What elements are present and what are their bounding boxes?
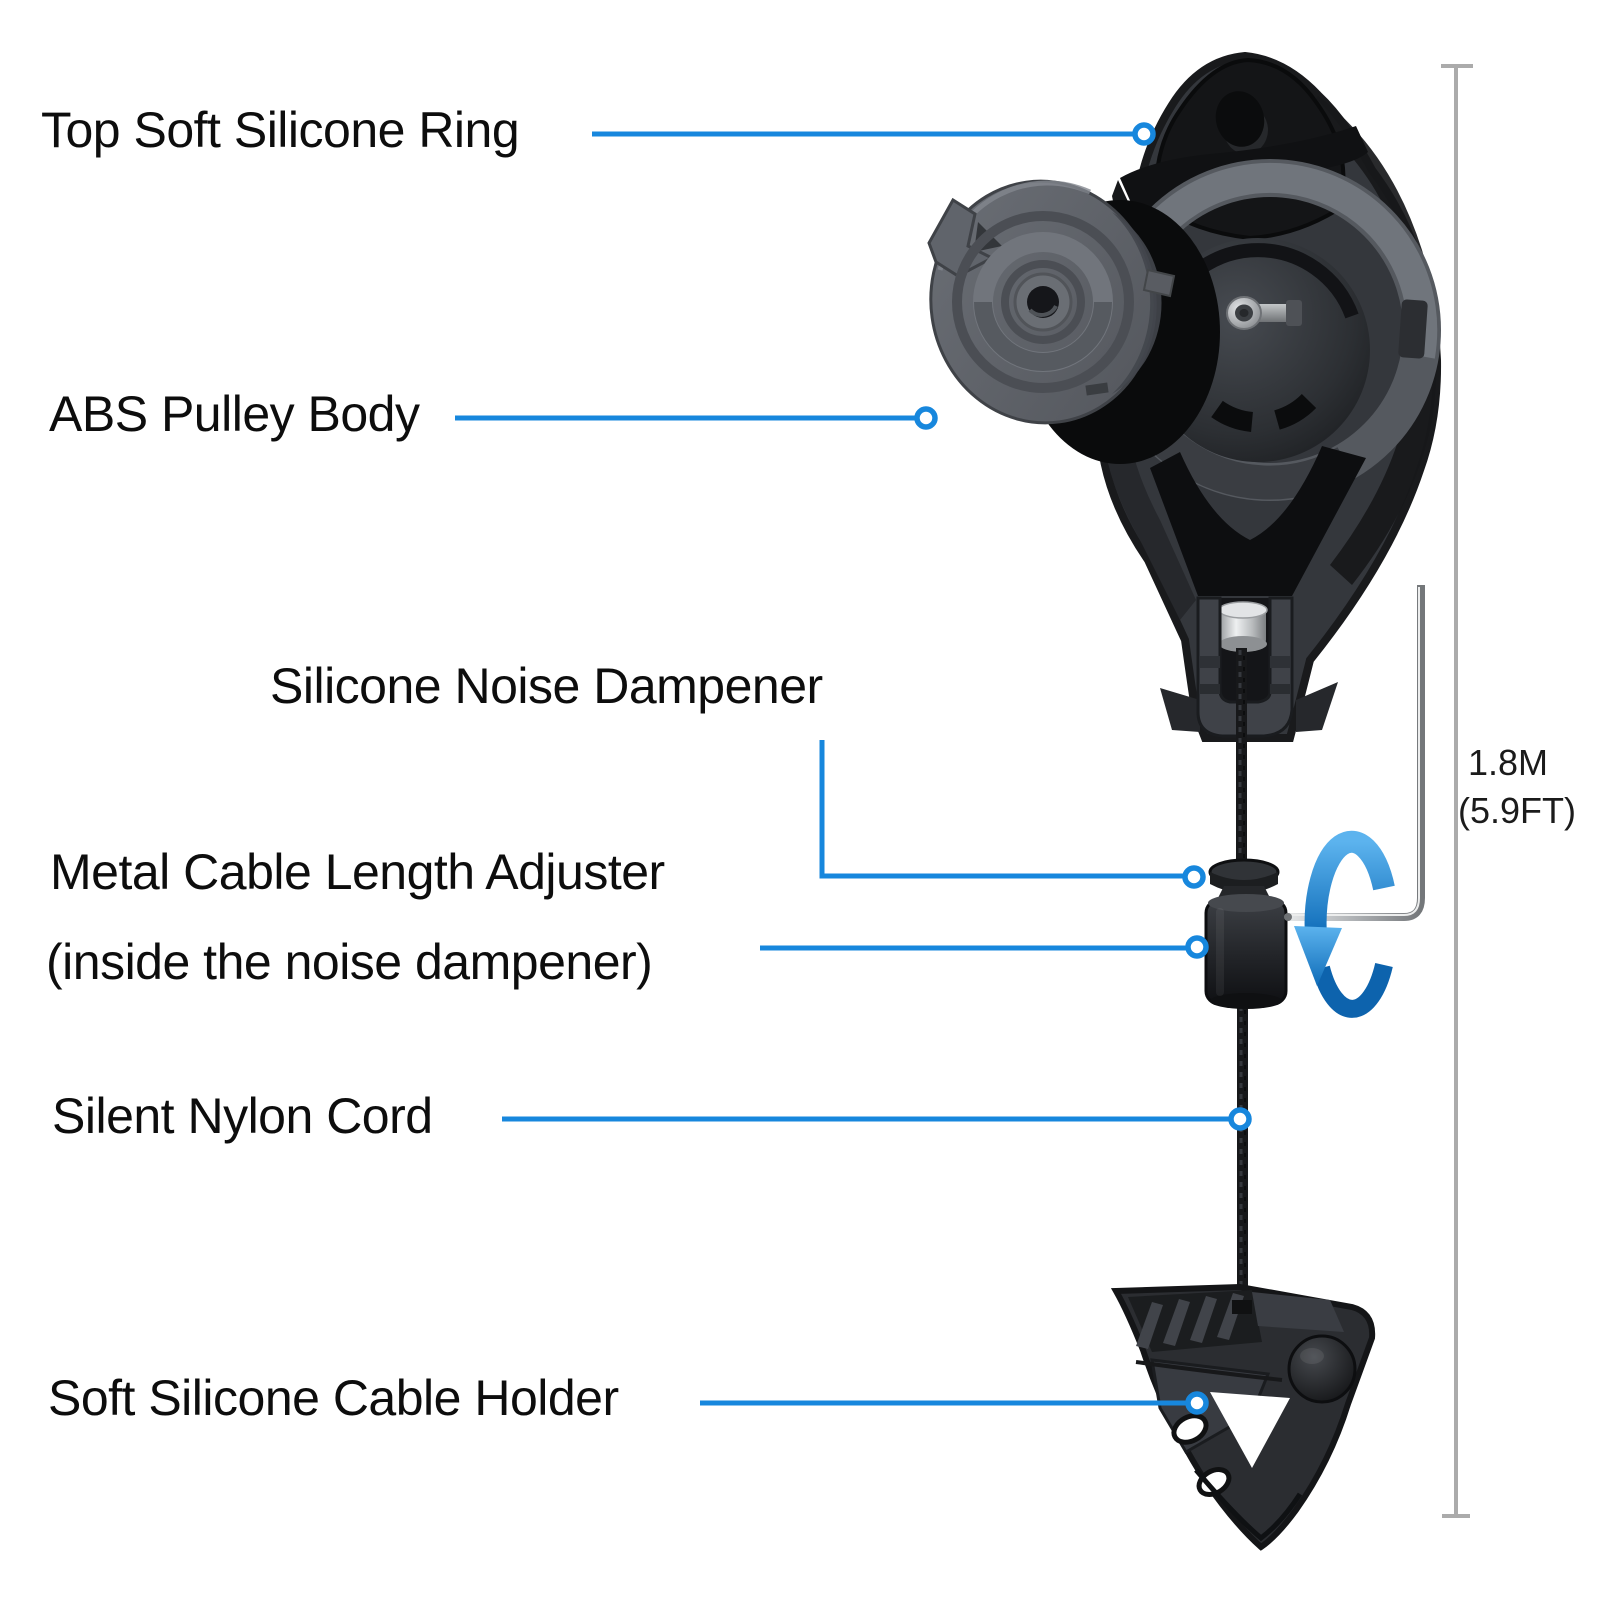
- clip-cord-entry: [1232, 1300, 1252, 1314]
- clip-knob: [1287, 1334, 1357, 1404]
- hex-key: [1284, 585, 1425, 921]
- bracket-front: [1196, 596, 1294, 738]
- callout-markers: [914, 122, 1252, 1415]
- marker-holder: [1185, 1391, 1209, 1415]
- label-cable-holder: Soft Silicone Cable Holder: [48, 1370, 619, 1426]
- housing-cavity: [1150, 446, 1366, 596]
- clip-top-block: [1252, 1292, 1344, 1332]
- label-abs-pulley-body: ABS Pulley Body: [49, 386, 420, 442]
- pulley-axle: [1226, 296, 1302, 330]
- cover-plate-hole-glint: [1028, 304, 1058, 317]
- silicone-ring-hole: [1215, 91, 1265, 147]
- callout-dampener-line: [819, 740, 1186, 879]
- cover-plate-rings: [952, 211, 1134, 393]
- label-cable-adjuster-line2: (inside the noise dampener): [46, 934, 653, 990]
- label-cable-adjuster-line1: Metal Cable Length Adjuster: [50, 844, 665, 900]
- soft-silicone-cable-holder: [1110, 1283, 1376, 1551]
- cover-plate-thickness: [1112, 212, 1162, 394]
- marker-cord: [1228, 1107, 1252, 1131]
- clip-strap-inner-edge: [1194, 1468, 1303, 1542]
- silicone-noise-dampener: [1204, 858, 1288, 1009]
- rotation-arrow-back: [1312, 962, 1393, 1018]
- measurement-feet: (5.9FT): [1458, 790, 1577, 831]
- clip-hole-lower: [1196, 1467, 1232, 1497]
- marker-adjuster: [1185, 935, 1209, 959]
- cover-plate-bottom-slot: [1085, 382, 1109, 396]
- cover-plate-side-tab: [1142, 268, 1176, 298]
- silent-nylon-cord: [1236, 648, 1248, 1315]
- marker-top-ring: [1132, 122, 1156, 146]
- label-noise-dampener: Silicone Noise Dampener: [270, 658, 823, 714]
- cord-spool: [1218, 601, 1268, 652]
- clip-groove: [1135, 1360, 1283, 1382]
- measurement-meters: 1.8M: [1468, 742, 1549, 783]
- clip-hole-upper: [1171, 1413, 1209, 1445]
- label-nylon-cord: Silent Nylon Cord: [52, 1088, 433, 1144]
- pulley-cover-plate: [927, 179, 1176, 425]
- clip-ridge-fins: [1128, 1290, 1262, 1352]
- rotation-arrow: [1294, 830, 1395, 986]
- housing-bottom-bracket: [1160, 596, 1338, 738]
- clip-v-notch: [1210, 1392, 1290, 1468]
- length-measure-line: [1441, 64, 1473, 1518]
- callout-lines: [455, 131, 1231, 1406]
- housing-right-rim: [1305, 96, 1437, 585]
- label-top-silicone-ring: Top Soft Silicone Ring: [41, 102, 520, 158]
- marker-dampener: [1182, 865, 1206, 889]
- marker-pulley-body: [914, 406, 938, 430]
- abs-pulley-housing: [1095, 51, 1442, 742]
